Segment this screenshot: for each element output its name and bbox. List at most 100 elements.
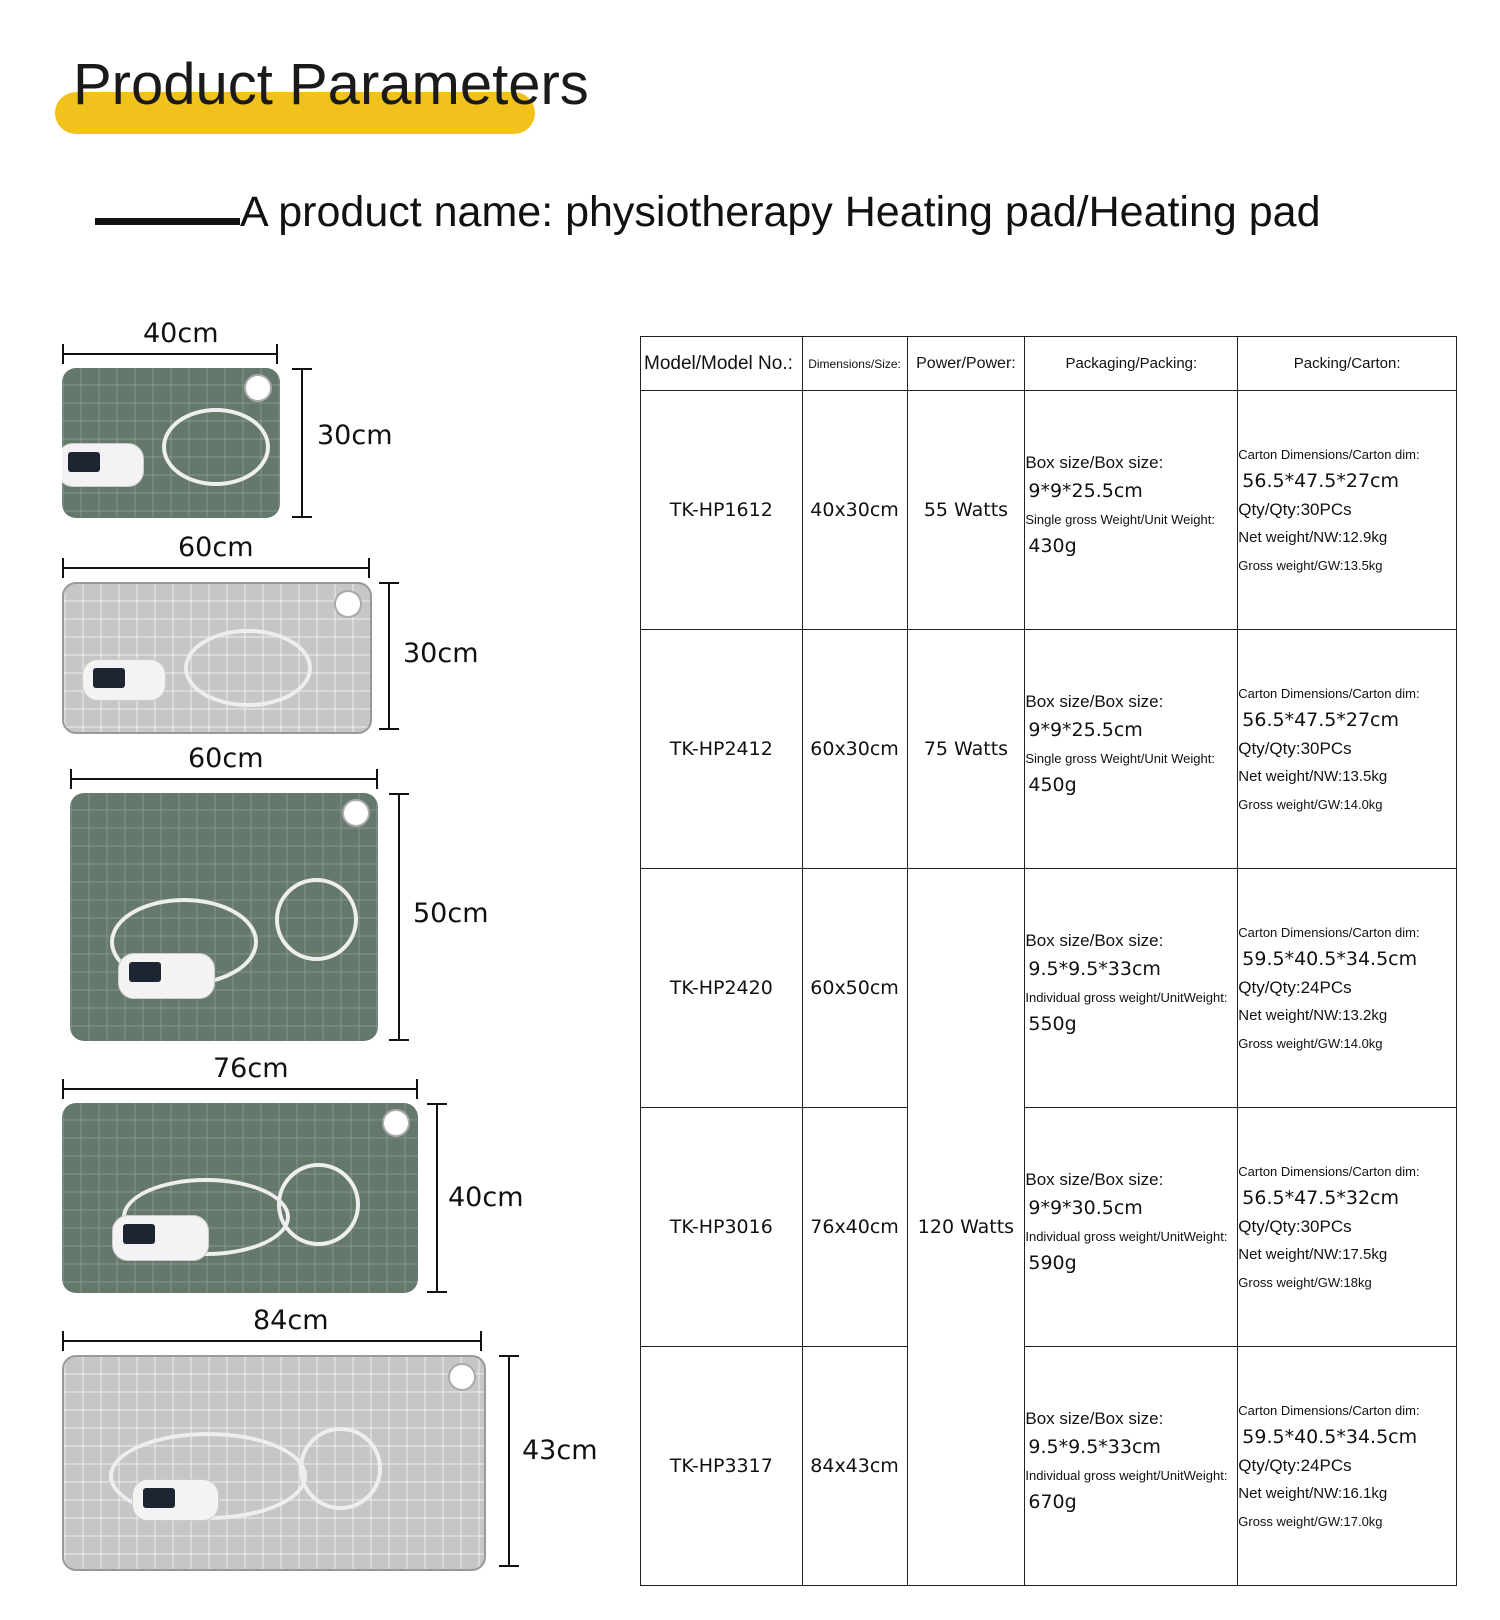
- header-packaging: Packaging/Packing:: [1024, 336, 1239, 391]
- carton-qty: Qty/Qty:30PCs: [1238, 739, 1352, 758]
- box-size-value: 9.5*9.5*33cm: [1028, 958, 1161, 980]
- connector-port-icon: [448, 1363, 476, 1391]
- pad-illustrations: 40cm 30cm 60cm 30cm 60cm 50cm 76cm 40cm …: [0, 318, 620, 1620]
- power-cell: 55 Watts: [906, 390, 1026, 630]
- height-label: 50cm: [413, 898, 489, 929]
- width-label: 60cm: [178, 532, 254, 563]
- width-label: 84cm: [253, 1305, 329, 1336]
- net-weight: Net weight/NW:17.5kg: [1238, 1246, 1388, 1263]
- table-row: TK-HP3016 76x40cm Box size/Box size: 9*9…: [640, 1107, 1457, 1347]
- carton-qty: Qty/Qty:24PCs: [1238, 978, 1352, 997]
- table-row: TK-HP2412 60x30cm 75 Watts Box size/Box …: [640, 629, 1457, 869]
- power-cord-icon: [275, 878, 358, 961]
- box-size-value: 9.5*9.5*33cm: [1028, 1436, 1161, 1458]
- heating-pad-image: [62, 582, 372, 734]
- carton-cell: Carton Dimensions/Carton dim: 59.5*40.5*…: [1237, 868, 1457, 1108]
- model-cell: TK-HP2420: [640, 868, 803, 1108]
- header-carton: Packing/Carton:: [1237, 336, 1457, 391]
- connector-port-icon: [334, 590, 362, 618]
- page-title: Product Parameters: [73, 52, 589, 117]
- unit-weight-label: Individual gross weight/UnitWeight:: [1025, 990, 1228, 1005]
- net-weight: Net weight/NW:16.1kg: [1238, 1485, 1388, 1502]
- heating-pad-image: [62, 1103, 418, 1293]
- box-size-label: Box size/Box size:: [1025, 453, 1164, 472]
- unit-weight-label: Single gross Weight/Unit Weight:: [1025, 512, 1215, 527]
- unit-weight-label: Individual gross weight/UnitWeight:: [1025, 1229, 1228, 1244]
- box-size-label: Box size/Box size:: [1025, 1409, 1164, 1428]
- height-dimension-line: [389, 793, 409, 1041]
- heating-pad-image: [70, 793, 378, 1041]
- carton-qty: Qty/Qty:30PCs: [1238, 500, 1352, 519]
- controller-icon: [62, 443, 144, 487]
- product-name-rule: [95, 218, 240, 225]
- box-size-value: 9*9*25.5cm: [1028, 719, 1143, 741]
- unit-weight-value: 670g: [1028, 1491, 1077, 1513]
- box-size-label: Box size/Box size:: [1025, 1170, 1164, 1189]
- carton-qty: Qty/Qty:24PCs: [1238, 1456, 1352, 1475]
- model-cell: TK-HP1612: [640, 390, 803, 630]
- unit-weight-value: 550g: [1028, 1013, 1077, 1035]
- carton-cell: Carton Dimensions/Carton dim: 56.5*47.5*…: [1237, 629, 1457, 869]
- title-block: Product Parameters: [55, 50, 589, 134]
- gross-weight: Gross weight/GW:18kg: [1238, 1275, 1372, 1290]
- connector-port-icon: [342, 799, 370, 827]
- power-cord-icon: [184, 629, 312, 707]
- header-size: Dimensions/Size:: [801, 336, 908, 391]
- header-model: Model/Model No.:: [640, 336, 803, 391]
- title-highlight: [55, 92, 535, 134]
- model-cell: TK-HP3317: [640, 1346, 803, 1586]
- size-cell: 60x30cm: [801, 629, 908, 869]
- gross-weight: Gross weight/GW:14.0kg: [1238, 797, 1383, 812]
- box-size-label: Box size/Box size:: [1025, 692, 1164, 711]
- unit-weight-value: 590g: [1028, 1252, 1077, 1274]
- carton-dim-value: 59.5*40.5*34.5cm: [1242, 948, 1418, 970]
- height-dimension-line: [292, 368, 312, 518]
- controller-icon: [132, 1479, 219, 1521]
- width-label: 60cm: [188, 743, 264, 774]
- gross-weight: Gross weight/GW:14.0kg: [1238, 1036, 1383, 1051]
- header-power: Power/Power:: [906, 336, 1026, 391]
- product-name: A product name: physiotherapy Heating pa…: [240, 188, 1321, 236]
- height-dimension-line: [427, 1103, 447, 1293]
- packaging-cell: Box size/Box size: 9*9*30.5cm Individual…: [1024, 1107, 1239, 1347]
- power-cord-icon: [299, 1427, 382, 1510]
- size-cell: 76x40cm: [801, 1107, 908, 1347]
- carton-dim-value: 56.5*47.5*32cm: [1242, 1187, 1400, 1209]
- box-size-value: 9*9*25.5cm: [1028, 480, 1143, 502]
- carton-dim-label: Carton Dimensions/Carton dim:: [1238, 925, 1420, 940]
- heating-pad-image: [62, 1355, 486, 1571]
- carton-dim-value: 56.5*47.5*27cm: [1242, 470, 1400, 492]
- unit-weight-label: Individual gross weight/UnitWeight:: [1025, 1468, 1228, 1483]
- size-cell: 40x30cm: [801, 390, 908, 630]
- carton-qty: Qty/Qty:30PCs: [1238, 1217, 1352, 1236]
- power-cell: 75 Watts: [906, 629, 1026, 869]
- net-weight: Net weight/NW:12.9kg: [1238, 529, 1388, 546]
- table-row: TK-HP3317 84x43cm Box size/Box size: 9.5…: [640, 1346, 1457, 1586]
- height-label: 40cm: [448, 1182, 524, 1213]
- carton-cell: Carton Dimensions/Carton dim: 56.5*47.5*…: [1237, 390, 1457, 630]
- width-dimension-line: [62, 344, 278, 364]
- width-label: 40cm: [143, 318, 219, 349]
- height-dimension-line: [379, 582, 399, 730]
- packaging-cell: Box size/Box size: 9.5*9.5*33cm Individu…: [1024, 868, 1239, 1108]
- table-row: TK-HP2420 60x50cm 120 Watts Box size/Box…: [640, 868, 1457, 1586]
- spec-table: Model/Model No.: Dimensions/Size: Power/…: [640, 336, 1457, 1586]
- carton-dim-label: Carton Dimensions/Carton dim:: [1238, 686, 1420, 701]
- size-cell: 60x50cm: [801, 868, 908, 1108]
- box-size-label: Box size/Box size:: [1025, 931, 1164, 950]
- unit-weight-value: 430g: [1028, 535, 1077, 557]
- unit-weight-value: 450g: [1028, 774, 1077, 796]
- gross-weight: Gross weight/GW:17.0kg: [1238, 1514, 1383, 1529]
- width-dimension-line: [62, 558, 370, 578]
- controller-icon: [112, 1215, 209, 1261]
- model-cell: TK-HP3016: [640, 1107, 803, 1347]
- heating-pad-image: [62, 368, 280, 518]
- carton-cell: Carton Dimensions/Carton dim: 56.5*47.5*…: [1237, 1107, 1457, 1347]
- box-size-value: 9*9*30.5cm: [1028, 1197, 1143, 1219]
- packaging-cell: Box size/Box size: 9.5*9.5*33cm Individu…: [1024, 1346, 1239, 1586]
- packaging-cell: Box size/Box size: 9*9*25.5cm Single gro…: [1024, 629, 1239, 869]
- net-weight: Net weight/NW:13.2kg: [1238, 1007, 1388, 1024]
- connector-port-icon: [244, 374, 272, 402]
- power-cord-icon: [162, 408, 270, 486]
- height-label: 30cm: [403, 638, 479, 669]
